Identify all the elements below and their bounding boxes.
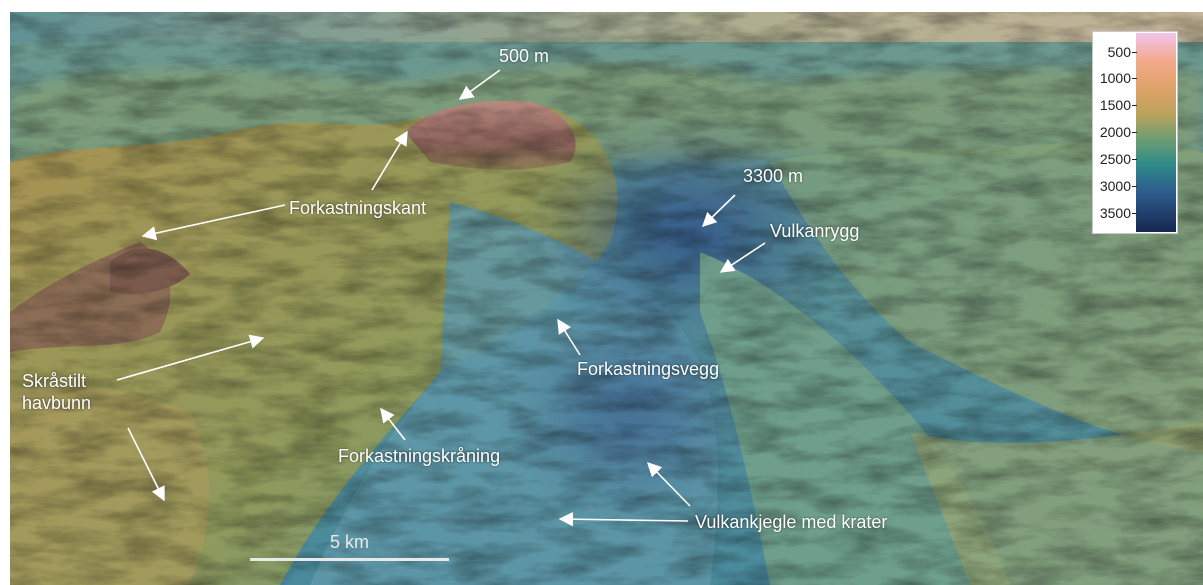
legend-tick-mark (1132, 159, 1137, 160)
bathymetry-scene (10, 12, 1203, 585)
peak-depth-label: 500 m (499, 46, 550, 66)
legend-tick-label: 500 (1107, 44, 1131, 60)
fault-edge-label: Forkastningskant (289, 198, 427, 218)
tilted-seafloor-line1: Skråstilt (22, 371, 87, 391)
volcanic-ridge-label: Vulkanrygg (770, 221, 860, 241)
legend-tick-label: 2000 (1099, 124, 1131, 140)
legend-tick-mark (1132, 105, 1137, 106)
legend-tick-mark (1132, 132, 1137, 133)
fault-slope-label: Forkastningskråning (338, 446, 501, 466)
depth-color-bar (1136, 33, 1176, 232)
tilted-seafloor-label: Skråstilt havbunn (22, 370, 132, 414)
legend-tick: 3000 (1093, 178, 1137, 194)
terrain-relief (10, 12, 1203, 585)
legend-tick-mark (1132, 78, 1137, 79)
legend-tick: 3500 (1093, 205, 1137, 221)
legend-tick: 2500 (1093, 151, 1137, 167)
legend-tick-label: 3500 (1099, 205, 1131, 221)
scale-bar-label: 5 km (330, 532, 370, 552)
tilted-seafloor-line2: havbunn (22, 393, 92, 413)
legend-tick-label: 3000 (1099, 178, 1131, 194)
fault-wall-label: Forkastningsvegg (577, 359, 720, 379)
legend-tick: 2000 (1093, 124, 1137, 140)
volcanic-cone-label: Vulkankjegle med krater (695, 512, 888, 532)
legend-tick: 1500 (1093, 97, 1137, 113)
deep-depth-label: 3300 m (743, 166, 804, 186)
legend-tick-label: 2500 (1099, 151, 1131, 167)
legend-tick: 500 (1093, 44, 1137, 60)
legend-tick-label: 1500 (1099, 97, 1131, 113)
legend-tick: 1000 (1093, 70, 1137, 86)
legend-tick-label: 1000 (1099, 70, 1131, 86)
legend-tick-mark (1132, 186, 1137, 187)
depth-legend: 500 1000 1500 2000 2500 3000 3500 (1092, 31, 1178, 234)
legend-tick-mark (1132, 213, 1137, 214)
scale-bar (250, 558, 449, 561)
legend-tick-mark (1132, 52, 1137, 53)
